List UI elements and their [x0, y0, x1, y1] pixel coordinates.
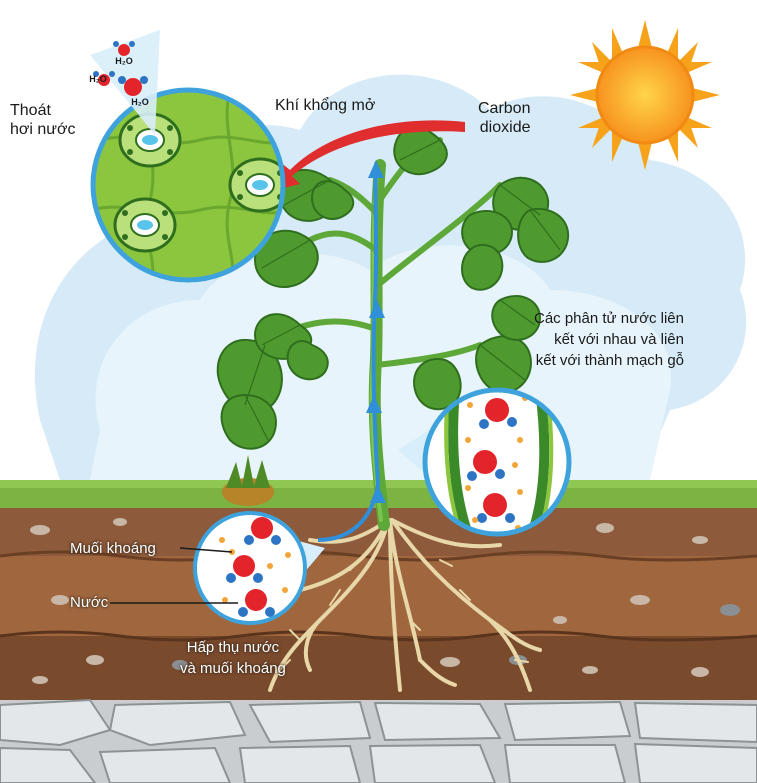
soil-deep-layer [0, 636, 757, 700]
carbon-dioxide-label: Carbon dioxide [478, 99, 530, 137]
water-label: Nước [70, 593, 108, 612]
transpiration-label: Thoát hơi nước [10, 101, 76, 139]
chem-label-1: H₂O [115, 56, 133, 66]
mineral-salts-label: Muối khoáng [70, 539, 156, 558]
chem-label-2: H₂O [89, 74, 107, 84]
stoma-cell-3 [115, 199, 175, 251]
root-magnified-view [195, 513, 305, 623]
stomata-open-label: Khí khổng mở [275, 96, 375, 115]
chem-label-3: H₂O [131, 97, 149, 107]
water-molecules-bonding-label: Các phân tử nước liên kết với nhau và li… [534, 308, 684, 371]
sun [570, 20, 720, 170]
absorption-label: Hấp thụ nước và muối khoáng [180, 637, 286, 679]
